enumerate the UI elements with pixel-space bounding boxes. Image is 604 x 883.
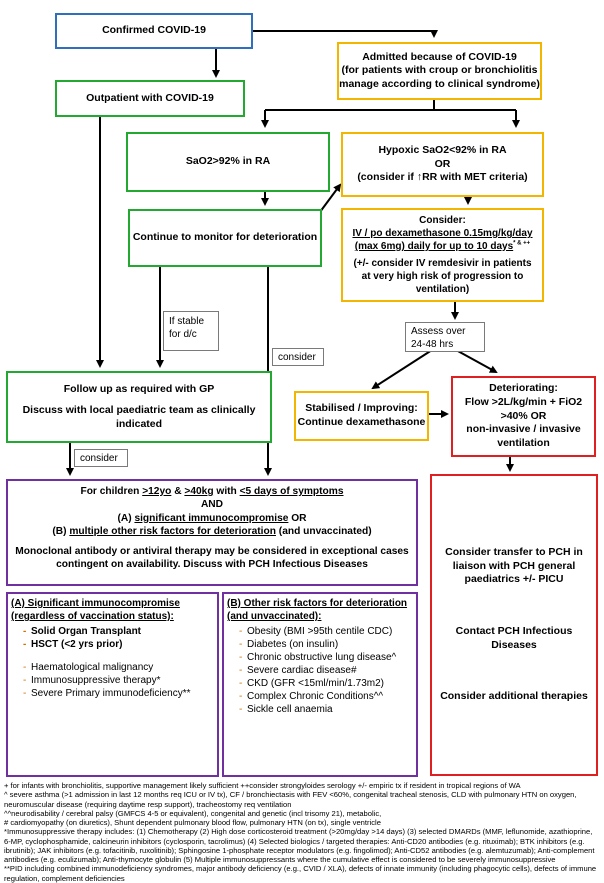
children-risk-factors: multiple other risk factors for deterior… (69, 525, 276, 537)
risk-item: Obesity (BMI >95th centile CDC) (239, 625, 413, 638)
children-therapy-note: Monoclonal antibody or antiviral therapy… (15, 546, 409, 571)
children-l4-c: (and unvaccinated) (275, 525, 372, 537)
footnote: + for infants with bronchiolitis, suppor… (4, 781, 521, 790)
risk-factors-box: (B) Other risk factors for deterioration… (222, 592, 418, 777)
consider-label-2: consider (80, 453, 118, 464)
monitor-box: Continue to monitor for deterioration (128, 209, 322, 267)
gp-line2: Discuss with local paediatric team as cl… (22, 404, 256, 430)
arrow-assess-stabilised (371, 349, 433, 390)
deteriorating-line2: Flow >2L/kg/min + FiO2 >40% OR (464, 396, 583, 422)
children-l1-c: & (171, 486, 185, 497)
assess-label: Assess over 24-48 hrs (411, 326, 466, 350)
gp-followup-box: Follow up as required with GP Discuss wi… (6, 371, 272, 443)
risk-item: Chronic obstructive lung disease^ (239, 651, 413, 664)
assess-box: Assess over 24-48 hrs (405, 322, 485, 352)
footnotes: + for infants with bronchiolitis, suppor… (4, 781, 600, 883)
remdesivir-text: (+/- consider IV remdesivir in patients … (353, 258, 532, 295)
stabilised-line1: Stabilised / Improving: (305, 402, 418, 415)
gp-line1: Follow up as required with GP (63, 382, 215, 395)
outpatient-box: Outpatient with COVID-19 (55, 80, 245, 117)
children-l1-e: with (213, 486, 240, 497)
risk-item: Complex Chronic Conditions^^ (239, 690, 413, 703)
risk-item: Diabetes (on insulin) (239, 638, 413, 651)
admitted-line2: (for patients with croup or bronchioliti… (339, 64, 540, 90)
monitor-label: Continue to monitor for deterioration (132, 231, 318, 244)
hypoxic-line2: OR (434, 157, 451, 170)
stabilised-line2: Continue dexamethasone (297, 416, 426, 428)
admitted-line1: Admitted because of COVID-19 (362, 50, 517, 63)
outpatient-label: Outpatient with COVID-19 (86, 91, 214, 104)
pch-transfer-box: Consider transfer to PCH in liaison with… (430, 474, 598, 776)
deteriorating-line1: Deteriorating: (489, 382, 558, 395)
children-symptoms: <5 days of symptoms (239, 486, 344, 497)
risk-item: CKD (GFR <15ml/min/1.73m2) (239, 677, 413, 690)
dexamethasone-text: IV / po dexamethasone 0.15mg/kg/day (max… (352, 228, 533, 252)
children-l4-a: (B) (52, 525, 70, 537)
footnote: ^^neurodisability / cerebral palsy (GMFC… (4, 808, 382, 818)
stabilised-box: Stabilised / Improving: Continue dexamet… (294, 391, 429, 441)
immuno-item: Severe Primary immunodeficiency** (23, 687, 214, 700)
risk-factors-title: (B) Other risk factors for deterioration… (227, 598, 408, 622)
stable-dc-label-box: If stable for d/c (163, 311, 219, 351)
admitted-box: Admitted because of COVID-19 (for patien… (337, 42, 542, 100)
hypoxic-line1: Hypoxic SaO2<92% in RA (378, 144, 507, 157)
sao2-ok-label: SaO2>92% in RA (185, 155, 271, 168)
risk-item: Sickle cell anaemia (239, 703, 413, 716)
immuno-item: Haematological malignancy (23, 661, 214, 674)
consider-label-box-1: consider (272, 348, 324, 366)
footnote: ^ severe asthma (>1 admission in last 12… (4, 790, 577, 809)
dexamethasone-sup: * & ++ (513, 240, 531, 247)
children-l1-a: For children (80, 486, 143, 497)
children-age: >12yo (142, 486, 172, 497)
children-l3-a: (A) (117, 512, 135, 524)
deteriorating-box: Deteriorating: Flow >2L/kg/min + FiO2 >4… (451, 376, 596, 457)
footnote: # cardiomyopathy (on diuretics), Shunt d… (4, 818, 381, 827)
immuno-item: Immunosuppressive therapy* (23, 674, 214, 687)
children-criteria-box: For children >12yo & >40kg with <5 days … (6, 479, 418, 586)
children-weight: >40kg (184, 486, 214, 497)
arrow-confirmed-admitted (252, 30, 438, 38)
pch-line2: Contact PCH Infectious Diseases (455, 625, 573, 651)
hypoxic-line3: (consider if ↑RR with MET criteria) (357, 171, 528, 184)
footnote: **PID including combined immunodeficienc… (4, 864, 597, 883)
arrow-assess-deteriorating (455, 349, 498, 373)
immuno-bold-item: HSCT (<2 yrs prior) (23, 638, 214, 651)
pch-line1: Consider transfer to PCH in liaison with… (445, 546, 583, 586)
consider-title: Consider: (419, 215, 466, 226)
stable-dc-label: If stable for d/c (169, 316, 205, 340)
consider-treatment-box: Consider: IV / po dexamethasone 0.15mg/k… (341, 208, 544, 302)
children-immunocompromise: significant immunocompromise (134, 512, 289, 524)
hypoxic-box: Hypoxic SaO2<92% in RA OR (consider if ↑… (341, 132, 544, 197)
footnote: *Immunosuppressive therapy includes: (1)… (4, 827, 595, 864)
confirmed-label: Confirmed COVID-19 (102, 24, 206, 37)
immuno-bold-item: Solid Organ Transplant (23, 625, 214, 638)
sao2-ok-box: SaO2>92% in RA (126, 132, 330, 192)
consider-label-box-2: consider (74, 449, 128, 467)
risk-item: Severe cardiac disease# (239, 664, 413, 677)
pch-line3: Consider additional therapies (440, 690, 588, 703)
consider-label-1: consider (278, 352, 316, 363)
confirmed-covid-box: Confirmed COVID-19 (55, 13, 253, 49)
deteriorating-line3: non-invasive / invasive ventilation (466, 423, 581, 449)
immunocompromise-title: (A) Significant immunocompromise (regard… (11, 598, 180, 622)
immunocompromise-box: (A) Significant immunocompromise (regard… (6, 592, 219, 777)
children-and: AND (200, 499, 224, 511)
arrow-monitor-hypoxic (319, 183, 342, 213)
children-l3-c: OR (288, 512, 307, 524)
